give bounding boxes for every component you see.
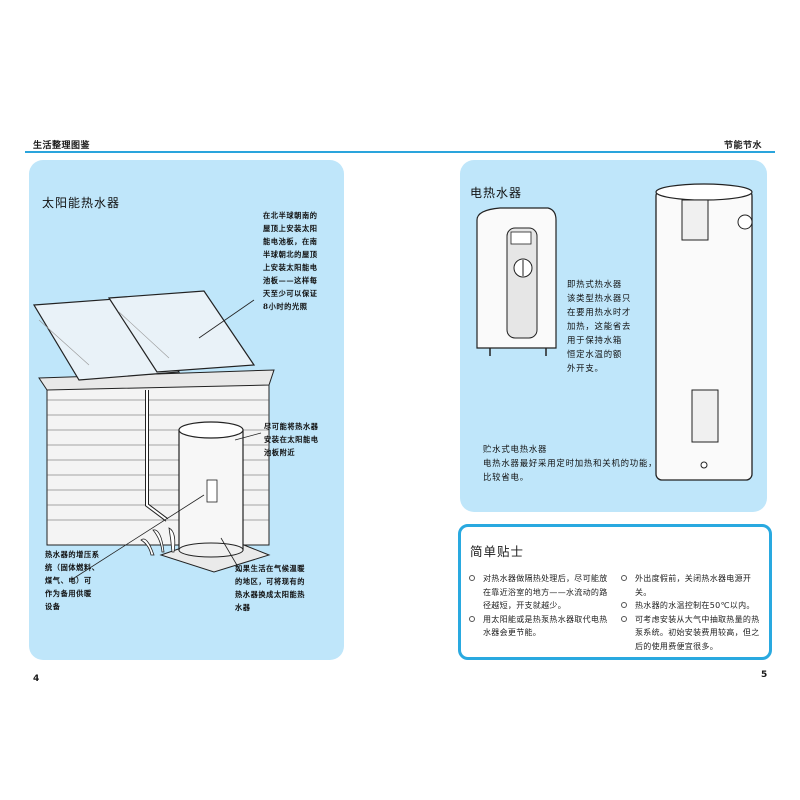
solar-heater-panel: 太阳能热水器 <box>29 160 344 660</box>
annotation-lines <box>70 299 262 581</box>
page-number-left: 4 <box>33 674 40 684</box>
tips-left-list: 对热水器做隔热处理后，尽可能放在靠近浴室的地方——水流动的路径越短，开支就越少。… <box>469 572 615 640</box>
circle-bullet-icon <box>621 615 627 622</box>
tip-item: 外出度假前，关闭热水器电源开关。 <box>621 572 763 599</box>
note-booster: 热水器的增压系 统（固体燃料、 煤气、电）可 作为备用供暖 设备 <box>45 550 100 611</box>
plant <box>140 527 176 556</box>
solar-heater-title: 太阳能热水器 <box>42 196 121 210</box>
tips-title: 简单贴士 <box>470 544 525 559</box>
tip-item: 可考虑安装从大气中抽取热量的热泵系统。初始安装费用较高，但之后的使用费便宜很多。 <box>621 613 763 654</box>
storage-tank <box>178 421 244 558</box>
electric-heater-panel: 电热水器 即热式热水器 该类型热水器只 在要用热水时才 加热，这能省去 用于保持… <box>460 160 767 512</box>
header-rule <box>25 151 775 153</box>
note-climate: 如果生活在气候温暖 的地区，可将现有的 热水器换成太阳能热 水器 <box>235 564 306 612</box>
note-tank: 尽可能将热水器 安装在太阳能电 池板附近 <box>264 422 319 457</box>
circle-bullet-icon <box>469 575 475 581</box>
tip-item: 对热水器做隔热处理后，尽可能放在靠近浴室的地方——水流动的路径越短，开支就越少。 <box>469 572 615 613</box>
note-roof: 在北半球朝南的 屋顶上安装太阳 能电池板，在南 半球朝北的屋顶 上安装太阳能电 … <box>263 211 318 311</box>
circle-bullet-icon <box>469 615 475 622</box>
instant-heater-note: 即热式热水器 该类型热水器只 在要用热水时才 加热，这能省去 用于保持水箱 恒定… <box>567 279 632 373</box>
circle-bullet-icon <box>621 602 627 608</box>
header-left-title: 生活整理图鉴 <box>33 141 91 151</box>
circle-bullet-icon <box>621 575 627 581</box>
storage-heater <box>655 183 753 481</box>
tip-item: 用太阳能或是热泵热水器取代电热水器会更节能。 <box>469 613 615 640</box>
tips-box: 简单贴士 对热水器做隔热处理后，尽可能放在靠近浴室的地方——水流动的路径越短，开… <box>458 524 772 660</box>
electric-heater-illustration <box>476 183 753 481</box>
tip-item: 热水器的水温控制在50℃以内。 <box>621 599 763 613</box>
electric-heater-title: 电热水器 <box>470 186 523 200</box>
solar-heater-illustration <box>32 290 275 581</box>
tips-right-list: 外出度假前，关闭热水器电源开关。 热水器的水温控制在50℃以内。 可考虑安装从大… <box>621 572 763 653</box>
solar-panels <box>32 290 256 381</box>
instant-heater <box>476 207 557 356</box>
header-right-title: 节能节水 <box>723 141 762 151</box>
page-number-right: 5 <box>761 670 768 680</box>
storage-heater-note: 贮水式电热水器 电热水器最好采用定时加热和关机的功能， 比较省电。 <box>483 444 658 482</box>
